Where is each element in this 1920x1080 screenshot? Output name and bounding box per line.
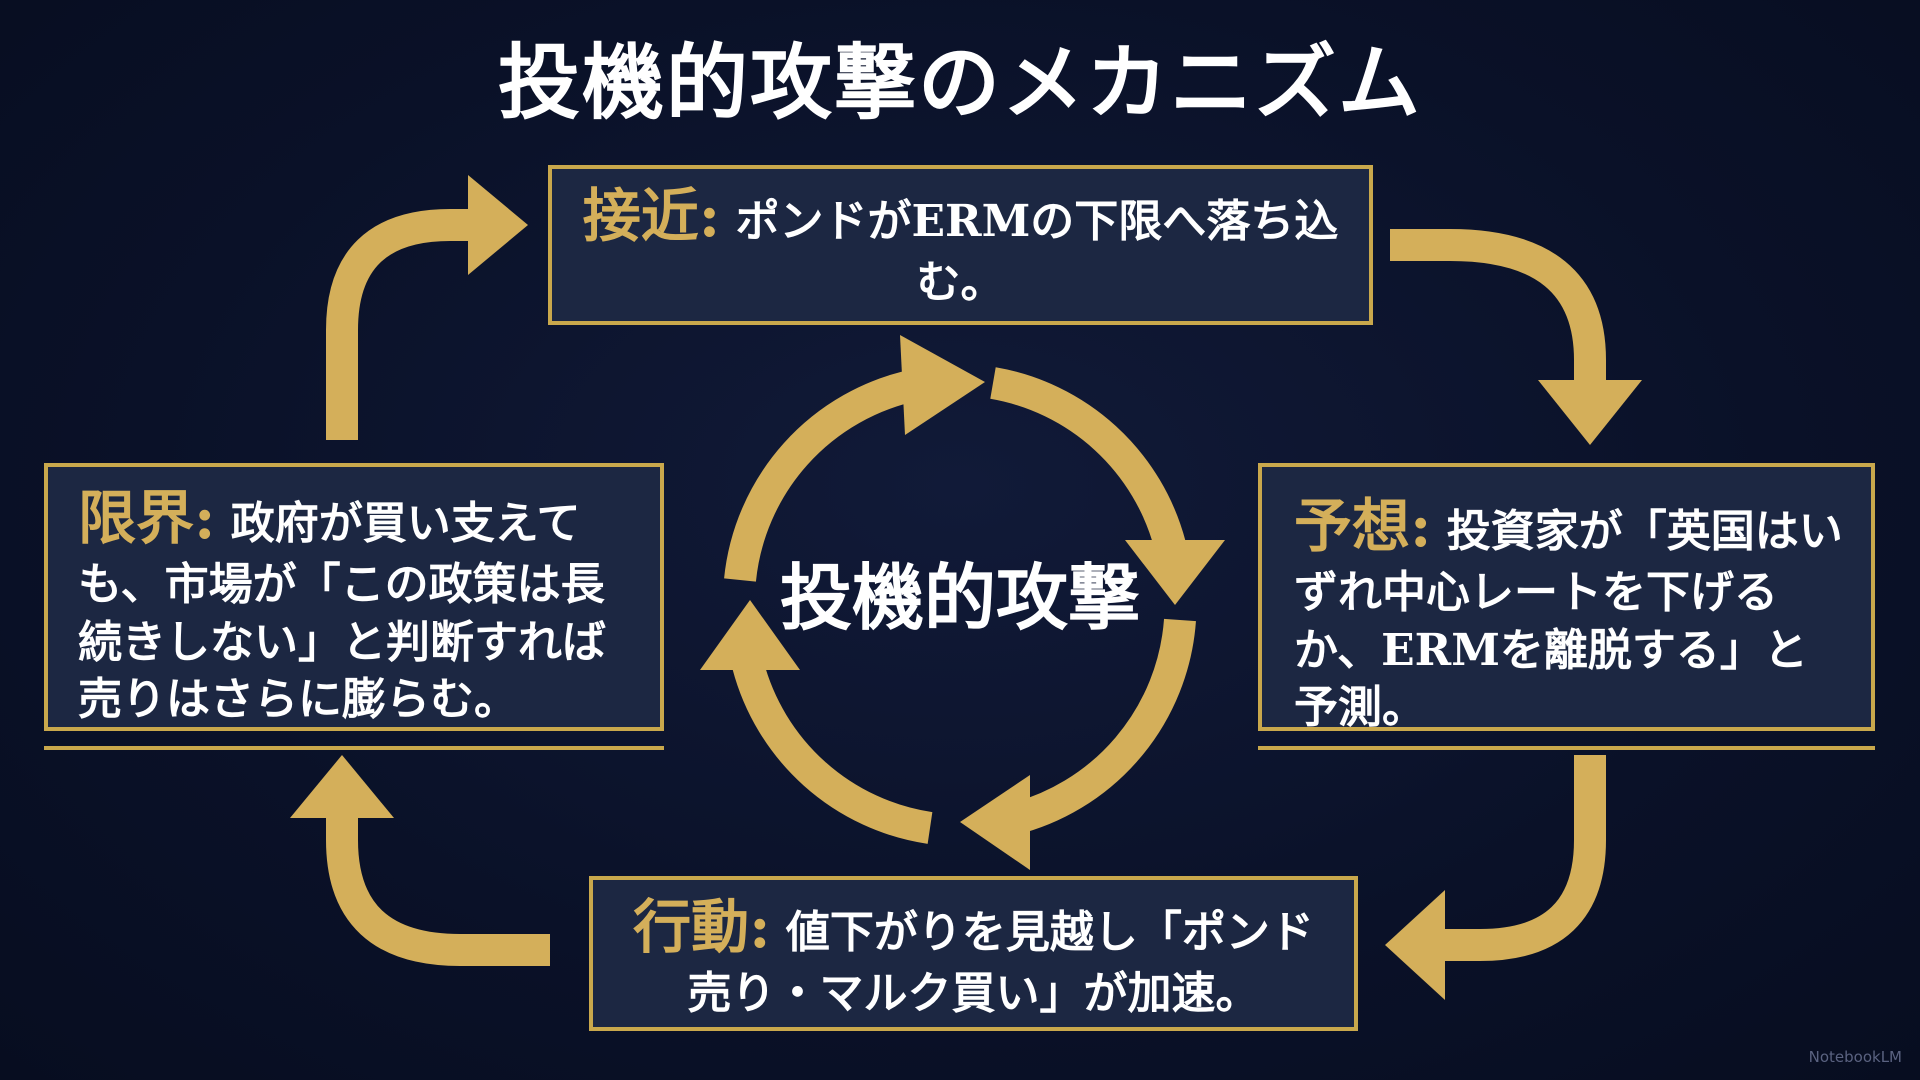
inner-arc-bottom-right <box>1006 618 1196 836</box>
arrowhead-action <box>1385 890 1445 1000</box>
step-heading: 接近: <box>582 182 721 250</box>
arrowhead-limit <box>290 755 394 818</box>
inner-head-1 <box>900 335 985 435</box>
arrowhead-expect <box>1538 380 1642 445</box>
divider-expect <box>1258 746 1875 750</box>
inner-arc-top-left <box>724 369 919 582</box>
step-text: 値下がりを見越し「ポンド売り・マルク買い」が加速。 <box>687 907 1314 1020</box>
inner-arc-top-right <box>990 367 1186 550</box>
arrowhead-approach <box>468 175 528 275</box>
arrow-limit-to-approach <box>326 209 470 440</box>
inner-head-4 <box>700 600 800 670</box>
divider-limit <box>44 746 664 750</box>
inner-head-2 <box>1125 540 1225 605</box>
step-box-action: 行動: 値下がりを見越し「ポンド売り・マルク買い」が加速。 <box>589 876 1358 1031</box>
step-box-limit: 限界: 政府が買い支えても、市場が「この政策は長続きしない」と判断すれば売りはさ… <box>44 463 664 731</box>
step-heading: 行動: <box>633 893 771 961</box>
step-text: ポンドがERMの下限へ落ち込む。 <box>735 196 1339 309</box>
inner-head-3 <box>960 775 1030 870</box>
page-title: 投機的攻撃のメカニズム <box>497 35 1422 131</box>
step-box-expect: 予想: 投資家が「英国はいずれ中心レートを下げるか、ERMを離脱する」と予測。 <box>1258 463 1875 733</box>
step-heading: 限界: <box>78 484 216 552</box>
step-text: 投資家が「英国はいずれ中心レートを下げるか、ERMを離脱する」と予測。 <box>1294 506 1843 733</box>
inner-arc-bottom-left <box>732 660 933 844</box>
watermark: NotebookLM <box>1808 1048 1902 1066</box>
arrow-approach-to-expect <box>1390 229 1606 385</box>
arrow-action-to-limit <box>326 815 550 966</box>
step-heading: 予想: <box>1294 492 1432 560</box>
center-label: 投機的攻撃 <box>779 555 1140 640</box>
step-text: 政府が買い支えても、市場が「この政策は長続きしない」と判断すれば売りはさらに膨ら… <box>78 498 606 725</box>
arrow-expect-to-action <box>1440 755 1606 961</box>
step-box-approach: 接近: ポンドがERMの下限へ落ち込む。 <box>548 165 1373 325</box>
